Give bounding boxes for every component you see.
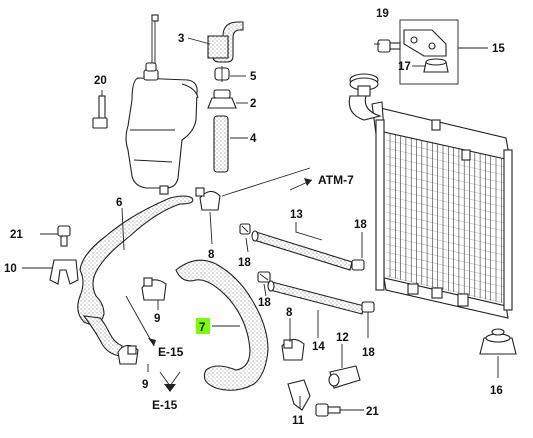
holder-12 — [328, 365, 361, 389]
tube-4 — [213, 115, 229, 173]
bracket-10 — [49, 259, 79, 285]
clamp-18-b — [257, 271, 271, 283]
radiator-fin-row — [385, 163, 505, 192]
radiator-fin-row — [385, 171, 505, 200]
radiator-cap — [348, 73, 382, 121]
callout-15: 15 — [492, 43, 505, 55]
tank-breather-tube — [151, 14, 159, 64]
callout-10: 10 — [4, 263, 17, 275]
radiator-fin-row — [385, 195, 505, 224]
callout-7-highlight — [196, 318, 210, 334]
callout-3: 3 — [178, 33, 184, 45]
radiator-fin-row — [385, 267, 505, 296]
callout-11: 11 — [292, 415, 305, 427]
ref-e15-upper: E-15 — [158, 345, 184, 359]
callout-18c: 18 — [258, 297, 271, 309]
callout-18d: 18 — [362, 347, 375, 359]
radiator-fin-row — [385, 147, 505, 176]
radiator-fin-row — [385, 139, 505, 168]
lower-hose-6 — [77, 195, 194, 357]
callout-20: 20 — [94, 75, 107, 87]
mount-cushion-16 — [479, 328, 517, 355]
callout-14: 14 — [312, 341, 325, 353]
radiator — [371, 101, 513, 319]
radiator-fin-row — [385, 155, 505, 184]
bolt-21-left — [57, 225, 71, 247]
callout-8b: 8 — [286, 307, 293, 319]
radiator-fin-row — [385, 235, 505, 264]
clip-5 — [214, 66, 230, 82]
callout-4: 4 — [250, 133, 257, 145]
radiator-fin-row — [385, 187, 505, 216]
bracket-group-15 — [399, 19, 459, 85]
callout-17: 17 — [398, 61, 411, 73]
callout-labels: 19 3 15 17 5 20 2 4 6 8 13 18 21 18 10 1… — [4, 8, 505, 427]
clamp-9-lower — [117, 344, 139, 365]
radiator-fins — [385, 133, 505, 304]
reserve-tank — [125, 22, 199, 195]
radiator-fin-row — [385, 259, 505, 288]
callout-21b: 21 — [366, 406, 379, 418]
clamp-8-upper — [195, 187, 221, 211]
callout-18b: 18 — [238, 257, 251, 269]
bolt-21-bottom — [315, 403, 341, 417]
radiator-fin-row — [385, 275, 505, 304]
clamp-9-upper — [141, 277, 167, 301]
clamp-8-lower — [281, 338, 305, 361]
clamp-18-d — [361, 301, 375, 313]
bypass-hose-14 — [267, 280, 365, 315]
radiator-fin-row — [385, 227, 505, 256]
callout-9b: 9 — [142, 379, 148, 391]
bracket-11 — [287, 379, 311, 411]
callout-18a: 18 — [354, 219, 367, 231]
ref-atm-7: ATM-7 — [318, 173, 354, 187]
callout-12: 12 — [336, 332, 349, 344]
radiator-fin-row — [385, 243, 505, 272]
radiator-fin-row — [385, 203, 505, 232]
bolt-19 — [377, 39, 401, 53]
callout-7: 7 — [199, 322, 205, 334]
radiator-fin-row — [385, 219, 505, 248]
callout-21a: 21 — [10, 229, 23, 241]
ref-e15-lower: E-15 — [152, 398, 178, 412]
callout-9a: 9 — [154, 313, 160, 325]
callout-16: 16 — [490, 385, 503, 397]
callout-6: 6 — [116, 197, 122, 209]
bypass-hose-13 — [251, 230, 353, 271]
callout-13: 13 — [290, 209, 303, 221]
radiator-fin-row — [385, 179, 505, 208]
callout-19: 19 — [376, 8, 389, 20]
cap-2 — [207, 89, 237, 109]
bolt-20 — [92, 95, 108, 129]
callout-2: 2 — [250, 98, 256, 110]
lower-hose-7 — [175, 259, 269, 391]
overflow-hose-3 — [207, 21, 244, 63]
clamp-18-c — [351, 259, 365, 271]
callout-5: 5 — [250, 71, 257, 83]
clamp-18-a — [239, 223, 251, 235]
radiator-fin-row — [385, 251, 505, 280]
radiator-fin-row — [385, 211, 505, 240]
callout-8a: 8 — [208, 249, 215, 261]
leader-lines — [22, 37, 499, 411]
